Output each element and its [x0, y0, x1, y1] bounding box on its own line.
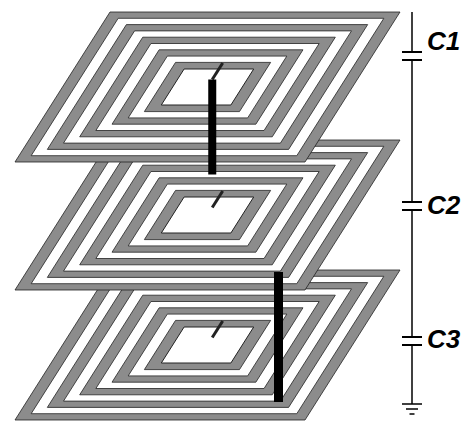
spiral-turn — [47, 25, 367, 150]
spiral-center — [161, 327, 253, 363]
spiral-turn — [31, 146, 384, 283]
wire — [411, 60, 413, 202]
spiral-turn — [128, 314, 287, 376]
spiral-turn — [96, 44, 319, 131]
spiral-lead — [212, 63, 222, 80]
spiral-turn — [80, 37, 336, 137]
spiral-turn — [144, 320, 270, 369]
capacitor-plate — [402, 344, 422, 346]
spiral-turn — [31, 18, 384, 155]
spiral-center — [161, 69, 253, 105]
via — [208, 80, 216, 175]
spiral-turn — [96, 302, 319, 389]
spiral-turn — [47, 153, 367, 278]
spiral-turn — [96, 172, 319, 259]
capacitor-ladder — [402, 12, 422, 414]
ground-symbol — [402, 403, 422, 405]
ground-symbol — [410, 413, 415, 415]
wire — [411, 12, 413, 52]
spiral-layer — [15, 12, 400, 162]
wire — [411, 345, 413, 404]
capacitor-label: C2 — [427, 192, 460, 218]
spiral-layer — [15, 270, 400, 420]
capacitor-plate — [402, 59, 422, 61]
spiral-turn — [64, 159, 352, 271]
spiral-turn — [15, 270, 400, 420]
spiral-turn — [15, 140, 400, 290]
capacitor-plate — [402, 201, 422, 203]
spiral-turn — [128, 56, 287, 118]
spiral-layer — [15, 140, 400, 290]
capacitor-plate — [402, 336, 422, 338]
spiral-turn — [112, 50, 303, 124]
spiral-turn — [80, 295, 336, 395]
via — [274, 272, 283, 402]
spiral-turn — [144, 62, 270, 111]
spiral-turn — [64, 31, 352, 143]
spiral-turn — [144, 190, 270, 239]
spiral-turn — [15, 12, 400, 162]
spiral-center — [161, 197, 253, 233]
spiral-turn — [80, 165, 336, 265]
capacitor-plate — [402, 51, 422, 53]
capacitor-plate — [402, 209, 422, 211]
capacitor-label: C1 — [427, 28, 460, 54]
capacitor-label: C3 — [427, 326, 460, 352]
spiral-lead — [212, 191, 222, 208]
spiral-turn — [31, 276, 384, 413]
spiral-turn — [128, 184, 287, 246]
spiral-lead — [212, 321, 222, 338]
spiral-turn — [64, 289, 352, 401]
spiral-turn — [112, 178, 303, 252]
ground-symbol — [406, 408, 418, 410]
wire — [411, 210, 413, 337]
spiral-turn — [47, 283, 367, 408]
